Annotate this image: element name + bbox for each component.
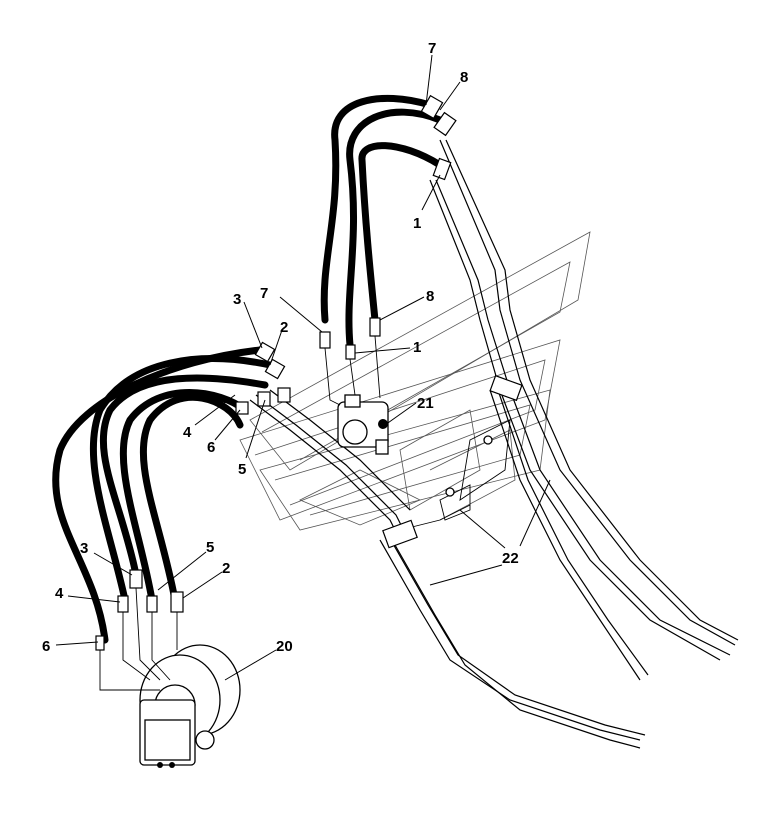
steel-pipes xyxy=(249,139,739,749)
brackets xyxy=(399,419,511,531)
callout-1-mid: 1 xyxy=(413,339,421,356)
callout-6-mid: 6 xyxy=(207,439,215,456)
travel-motor-20 xyxy=(139,644,241,768)
callout-3-low: 3 xyxy=(80,540,88,557)
callout-6-low: 6 xyxy=(42,638,50,655)
callout-2-low: 2 xyxy=(222,560,230,577)
chassis-outline xyxy=(239,231,591,531)
callout-labels: 7 8 1 3 7 8 2 1 21 4 6 5 3 5 2 4 6 20 22 xyxy=(42,40,519,655)
callout-4-mid: 4 xyxy=(183,424,192,441)
callout-7-mid: 7 xyxy=(260,285,268,302)
callout-5-mid: 5 xyxy=(238,461,246,478)
leader-lines xyxy=(55,54,551,681)
upper-hoses xyxy=(320,95,444,349)
callout-4-low: 4 xyxy=(55,585,64,602)
callout-8-top: 8 xyxy=(460,69,468,86)
pilot-lines xyxy=(99,335,381,691)
middle-hoses xyxy=(52,346,274,644)
callout-1-top: 1 xyxy=(413,215,421,232)
callout-5-low: 5 xyxy=(206,539,214,556)
valve-21 xyxy=(337,394,389,455)
callout-20: 20 xyxy=(276,638,293,655)
callout-7-top: 7 xyxy=(428,40,436,57)
callout-8-mid: 8 xyxy=(426,288,434,305)
callout-22: 22 xyxy=(502,550,519,567)
callout-21: 21 xyxy=(417,395,434,412)
callout-2-mid: 2 xyxy=(280,319,288,336)
callout-3-mid: 3 xyxy=(233,291,241,308)
